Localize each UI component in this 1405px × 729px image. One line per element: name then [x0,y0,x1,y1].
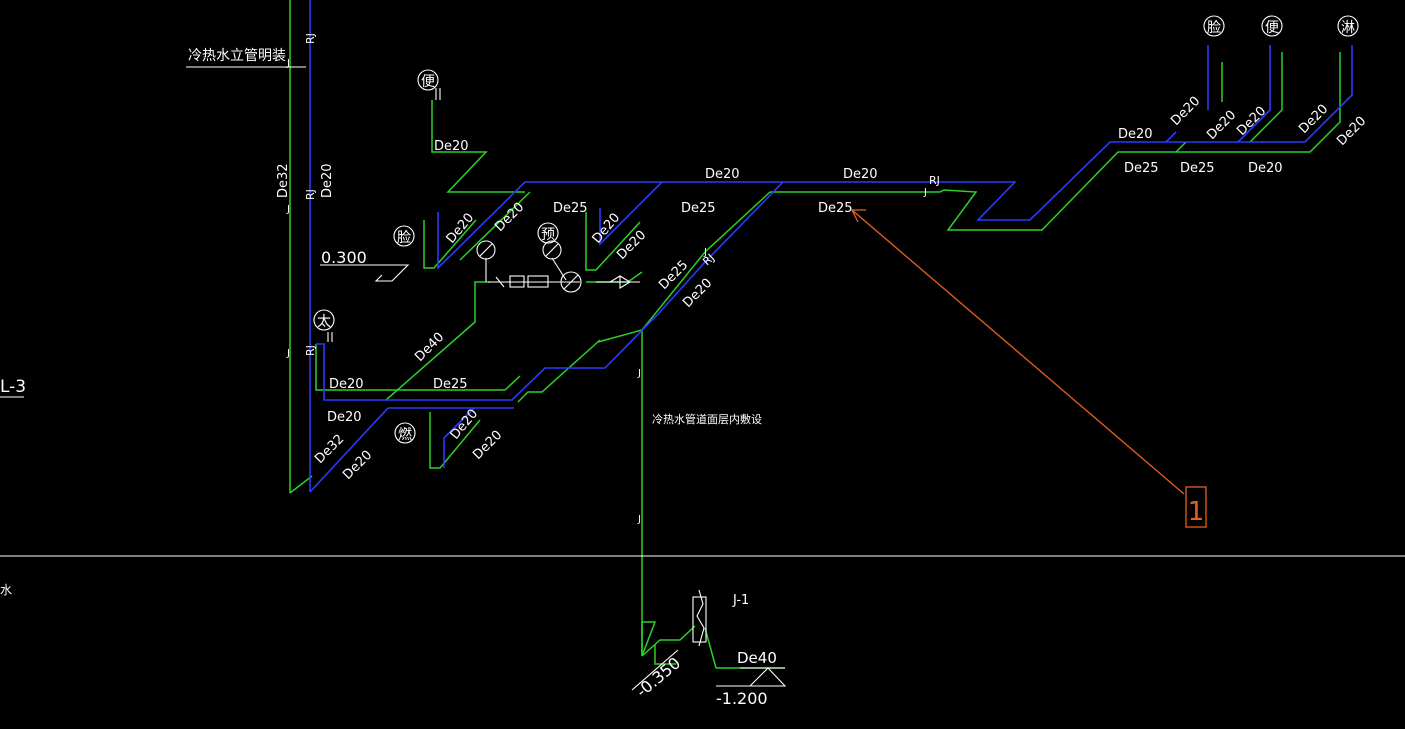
pipe-code-labels: RJ RJ RJ J J J RJ J RJ J J J [286,33,940,525]
elevation-entry: -1.200 [716,689,768,708]
size-label: De32 [312,432,347,467]
bath-label: 太 [317,314,331,330]
hot-code-riser-low: RJ [304,345,317,356]
cold-water-pipes [289,0,1341,669]
gauge-symbol-mid [542,240,562,260]
cold-code-riser-2: J [286,204,290,215]
size-label: De32 [276,163,291,198]
size-label: De20 [492,200,527,235]
toilet-symbol-top: 便 [417,69,439,91]
shower-symbol: 淋 [1337,15,1359,37]
note-left-char: 水 [0,583,12,597]
cold-code-riser-1: J [286,58,290,69]
hot-code-riser-top: RJ [304,33,317,44]
size-label: De20 [470,428,505,463]
size-label: De20 [1296,102,1331,137]
size-label: De25 [681,201,716,216]
shower-label: 淋 [1341,20,1355,36]
toilet-label-right: 便 [1265,20,1279,36]
size-label: De20 [327,410,362,425]
hot-water-pipes [309,0,1353,493]
bath-symbol: 太 [313,309,335,331]
cold-code-drop-1: J [637,368,641,379]
cold-code-drop-2: J [637,514,641,525]
size-label: De25 [553,201,588,216]
heater-label: 燃 [398,426,412,443]
callout-number: 1 [1188,497,1205,527]
basin-label-mid: 脸 [397,230,411,246]
cold-code-riser-3: J [286,348,290,359]
annotation-lines [0,66,1405,691]
reserve-symbol: 预 [537,222,559,244]
size-label: De20 [329,377,364,392]
size-label: De20 [1168,94,1203,129]
cold-code-diag: J [703,247,707,258]
size-label: De20 [434,139,469,154]
basin-label-top: 脸 [1207,20,1221,36]
size-label: De25 [433,377,468,392]
size-label-entry-de40: De40 [737,649,777,667]
size-label: De20 [1234,104,1269,139]
size-label: De25 [1124,161,1159,176]
size-label-callout-target: De25 [818,201,853,216]
size-label: De20 [843,167,878,182]
fixture-symbols: 便 脸 预 太 燃 脸 便 淋 [313,15,1359,444]
basin-symbol-mid: 脸 [393,225,415,247]
cold-code-main-right: J [923,187,927,198]
size-label: De20 [590,210,624,246]
size-label: De40 [412,330,447,365]
size-label: De20 [320,163,335,198]
gauge-symbol-left [476,240,496,260]
reserve-label: 预 [541,227,555,243]
note-meter-tag: J-1 [732,593,749,608]
hot-code-riser-mid: RJ [304,189,317,200]
elevation-trench: -0.350 [632,653,684,701]
hot-code-main-right: RJ [929,174,940,187]
size-label: De25 [1180,161,1215,176]
size-label: De20 [444,210,478,246]
elevation-floor: 0.300 [321,248,367,267]
note-left-tag: L-3 [0,377,26,397]
basin-symbol-top: 脸 [1203,15,1225,37]
size-label: De20 [705,167,740,182]
toilet-symbol-right: 便 [1261,15,1283,37]
note-in-floor: 冷热水管道面层内敷设 [652,412,762,426]
size-label: De20 [1204,108,1239,143]
size-label: De20 [680,276,715,311]
toilet-label-top: 便 [421,74,435,90]
callout-marker: 1 [850,209,1207,528]
water-meter-symbol [560,271,582,293]
size-label: De20 [1118,127,1153,142]
heater-symbol: 燃 [394,422,416,444]
note-riser-exposed: 冷热水立管明装 [188,48,286,64]
drawing-notes: 冷热水立管明装 冷热水管道面层内敷设 L-3 水 J-1 0.300 -0.35… [0,48,777,708]
size-label: De20 [1248,161,1283,176]
